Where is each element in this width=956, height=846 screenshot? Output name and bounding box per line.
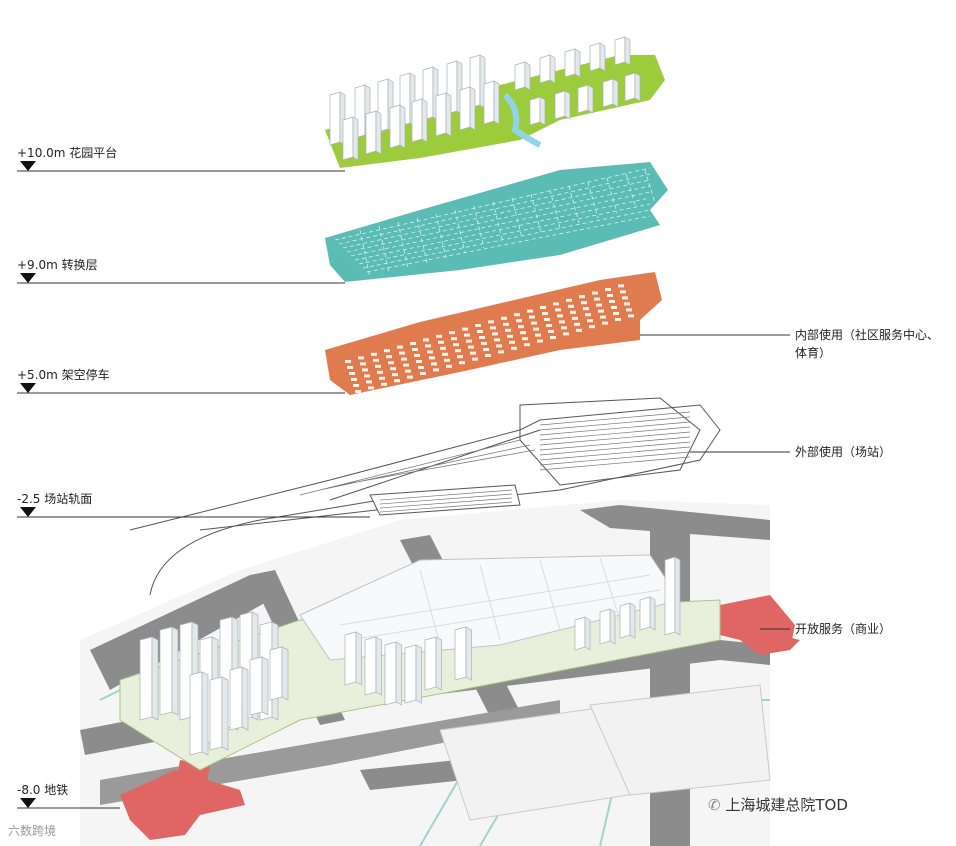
garden-tower bbox=[603, 79, 618, 107]
note-internal-use: 内部使用（社区服务中心、 体育） bbox=[795, 326, 939, 362]
level-marker-transfer-icon bbox=[20, 273, 36, 283]
note-internal-line1: 内部使用（社区服务中心、 bbox=[795, 326, 939, 344]
garden-tower bbox=[515, 62, 530, 90]
garden-tower bbox=[460, 87, 475, 130]
garden-tower bbox=[578, 85, 593, 113]
garden-deck bbox=[325, 37, 665, 168]
garden-tower bbox=[436, 93, 451, 136]
garden-tower bbox=[540, 55, 555, 83]
podium-tower bbox=[250, 657, 268, 715]
level-marker-metro-icon bbox=[20, 798, 36, 808]
level-label-parking: +5.0m 架空停车 bbox=[17, 366, 110, 383]
podium-tower bbox=[620, 603, 635, 638]
podium-tower bbox=[345, 632, 362, 685]
garden-tower bbox=[615, 37, 630, 65]
note-open-service: 开放服务（商业） bbox=[795, 620, 891, 638]
garden-tower bbox=[530, 97, 545, 125]
level-marker-parking-icon bbox=[20, 383, 36, 393]
wechat-icon: ✆ bbox=[708, 796, 725, 814]
podium-tower bbox=[270, 647, 288, 700]
level-marker-garden-icon bbox=[20, 161, 36, 171]
podium-tower bbox=[190, 672, 208, 755]
garden-tower bbox=[565, 49, 580, 77]
podium-tower bbox=[365, 637, 382, 695]
podium-tower bbox=[600, 609, 615, 644]
garden-tower bbox=[590, 43, 605, 71]
podium-tower bbox=[425, 637, 442, 690]
level-label-transfer: +9.0m 转换层 bbox=[17, 256, 98, 273]
podium-tower bbox=[385, 642, 402, 705]
podium-tower bbox=[230, 667, 248, 730]
podium-tower bbox=[405, 645, 422, 703]
podium-tower bbox=[640, 597, 655, 630]
garden-tower bbox=[412, 99, 427, 142]
garden-tower bbox=[343, 117, 358, 160]
level-marker-track-icon bbox=[20, 507, 36, 517]
podium-tower bbox=[575, 617, 590, 650]
level-label-metro: -8.0 地铁 bbox=[17, 781, 68, 798]
garden-tower bbox=[484, 81, 499, 124]
brand-watermark: ✆ 上海城建总院TOD bbox=[708, 794, 848, 815]
brand-watermark-text: 上海城建总院TOD bbox=[725, 796, 848, 814]
garden-tower bbox=[366, 111, 381, 154]
podium-tower bbox=[210, 677, 228, 750]
garden-tower bbox=[390, 105, 405, 148]
note-external-use: 外部使用（场站） bbox=[795, 443, 891, 461]
level-label-garden: +10.0m 花园平台 bbox=[17, 144, 117, 161]
parking-deck bbox=[325, 272, 662, 395]
level-label-track: -2.5 场站轨面 bbox=[17, 490, 92, 507]
podium-tower bbox=[140, 637, 158, 720]
corner-watermark: 六数跨境 bbox=[8, 822, 56, 839]
podium-tower bbox=[455, 627, 472, 680]
podium-tower bbox=[665, 557, 680, 635]
garden-tower bbox=[555, 91, 570, 119]
podium-tower bbox=[160, 627, 178, 715]
note-internal-line2: 体育） bbox=[795, 344, 939, 362]
transfer-deck bbox=[325, 162, 668, 282]
garden-tower bbox=[625, 73, 640, 101]
